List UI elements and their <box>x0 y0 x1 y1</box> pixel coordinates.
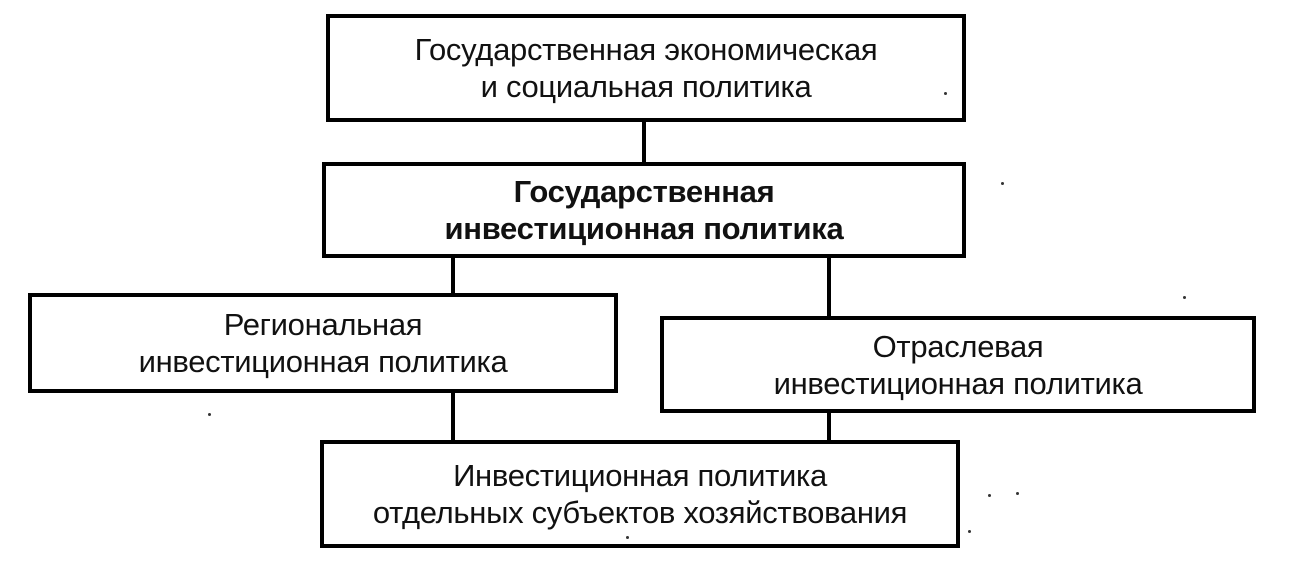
node-line: инвестиционная политика <box>773 365 1143 401</box>
scan-speck <box>988 494 991 497</box>
scan-speck <box>944 92 947 95</box>
node-line: Инвестиционная политика <box>453 458 827 493</box>
node-state-economic-social-policy: Государственная экономическая и социальн… <box>326 14 966 122</box>
scan-speck <box>1183 296 1186 299</box>
node-sectoral-investment-policy: Отраслевая инвестиционная политика <box>660 316 1256 413</box>
node-line: инвестиционная политика <box>444 211 844 246</box>
node-regional-investment-policy: Региональная инвестиционная политика <box>28 293 618 393</box>
node-line: инвестиционная политика <box>138 344 508 379</box>
node-line: Отраслевая <box>872 328 1044 364</box>
connector-state-to-regional <box>451 255 455 295</box>
node-line: Региональная <box>223 307 423 342</box>
connector-regional-to-entities <box>451 390 455 442</box>
connector-state-to-sectoral <box>827 255 831 318</box>
node-line: отдельных субъектов хозяйствования <box>372 495 908 530</box>
scan-speck <box>1016 492 1019 495</box>
node-line: Государственная <box>513 174 775 209</box>
connector-sectoral-to-entities <box>827 410 831 442</box>
node-state-investment-policy: Государственная инвестиционная политика <box>322 162 966 258</box>
node-line: и социальная политика <box>480 69 812 104</box>
scan-speck <box>626 536 629 539</box>
scan-speck <box>968 530 971 533</box>
connector-top-to-state <box>642 118 646 164</box>
node-entities-investment-policy: Инвестиционная политика отдельных субъек… <box>320 440 960 548</box>
scan-speck <box>208 413 211 416</box>
scan-speck <box>1001 182 1004 185</box>
node-line: Государственная экономическая <box>414 32 878 67</box>
